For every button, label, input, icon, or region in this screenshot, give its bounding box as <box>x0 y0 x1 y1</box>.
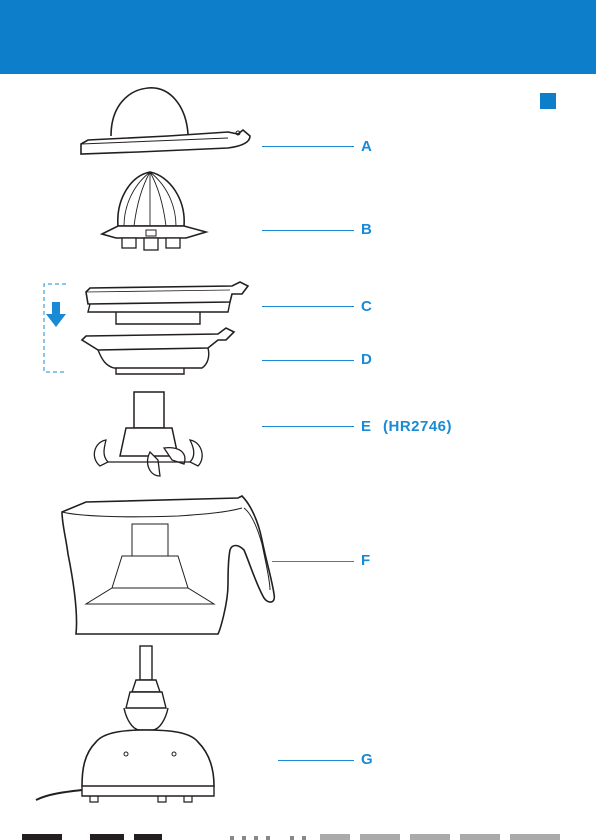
model-note-e: (HR2746) <box>383 418 452 435</box>
leader-line-b <box>262 230 354 231</box>
part-label-c: C <box>361 298 372 315</box>
part-label-b: B <box>361 221 372 238</box>
pulp-control-ring-illustration <box>78 322 238 378</box>
down-arrow-icon <box>45 302 67 328</box>
assembly-bracket <box>42 282 72 374</box>
leader-line-c <box>262 306 354 307</box>
part-label-g: G <box>361 751 373 768</box>
leader-line-e <box>262 426 354 427</box>
leader-line-a <box>262 146 354 147</box>
leader-line-d <box>262 360 354 361</box>
part-label-d: D <box>361 351 372 368</box>
pulp-stirrer-illustration <box>86 390 212 480</box>
part-label-a: A <box>361 138 372 155</box>
jug-illustration <box>58 494 282 638</box>
part-label-f: F <box>361 552 371 569</box>
print-registration-marks <box>0 830 596 840</box>
part-label-e: E <box>361 418 372 435</box>
cone-illustration <box>100 170 210 254</box>
page-marker <box>540 93 556 109</box>
leader-line-g <box>278 760 354 761</box>
header-band <box>0 0 596 74</box>
lid-illustration <box>78 86 258 158</box>
motor-unit-illustration <box>34 644 224 806</box>
leader-line-f <box>272 561 354 562</box>
